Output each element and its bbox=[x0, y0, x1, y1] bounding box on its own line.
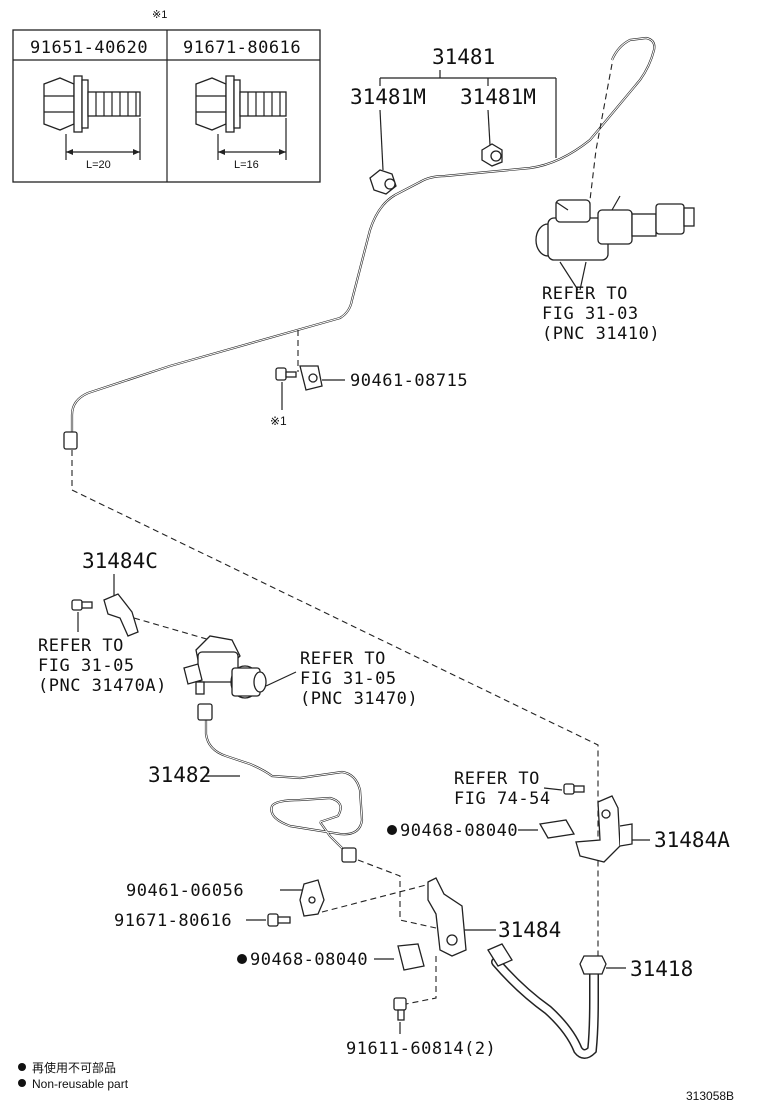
bolt-91671-80616-drawing: L=16 bbox=[195, 75, 287, 171]
clip-90468-08040-bottom[interactable] bbox=[397, 943, 425, 971]
refer-master-line2: FIG 31-03 bbox=[542, 304, 639, 324]
tube-flare-nut-end bbox=[63, 431, 78, 450]
refer-release-line1: REFER TO bbox=[38, 636, 124, 656]
bolt-91651-40620-drawing: L=20 bbox=[43, 75, 141, 171]
bolt-length-l20: L=20 bbox=[86, 159, 111, 171]
refer-master-line3: (PNC 31410) bbox=[542, 324, 660, 344]
label-31484c[interactable]: 31484C bbox=[82, 549, 158, 573]
non-reusable-dot-top bbox=[387, 825, 397, 835]
bracket-31484c[interactable] bbox=[103, 593, 139, 637]
bolt-mark1-under-clip[interactable] bbox=[275, 367, 297, 410]
refer-fig-74-54[interactable]: REFER TO FIG 74-54 bbox=[454, 769, 551, 809]
refer-fig-31-05-b[interactable]: REFER TO FIG 31-05 (PNC 31470) bbox=[300, 649, 418, 709]
refer-slave-line2: FIG 31-05 bbox=[300, 669, 397, 689]
refer-fig-31-03[interactable]: REFER TO FIG 31-03 (PNC 31410) bbox=[542, 284, 660, 344]
label-90468-08040-bottom[interactable]: 90468-08040 bbox=[250, 950, 368, 970]
clip-90468-08040-top[interactable] bbox=[538, 819, 576, 839]
bracket-31484[interactable] bbox=[427, 877, 467, 957]
clutch-tube-31482[interactable] bbox=[197, 703, 364, 863]
bolt-release-bracket[interactable] bbox=[71, 599, 93, 632]
refer-fig-31-05-a[interactable]: REFER TO FIG 31-05 (PNC 31470A) bbox=[38, 636, 167, 696]
legend-jp: 再使用不可部品 bbox=[32, 1060, 116, 1075]
label-31481m-right[interactable]: 31481M bbox=[460, 85, 536, 109]
bolt-spec-table: ※1 91651-40620 91671-80616 L=20 bbox=[12, 9, 321, 183]
refer-slave-line1: REFER TO bbox=[300, 649, 386, 669]
label-31484[interactable]: 31484 bbox=[498, 918, 561, 942]
tube-clip-90461-06056[interactable] bbox=[299, 879, 325, 917]
refer-master-line1: REFER TO bbox=[542, 284, 628, 304]
legend-en: Non-reusable part bbox=[32, 1077, 129, 1091]
tube-clamp-31481m-left[interactable] bbox=[369, 169, 397, 195]
tube-clamp-31481m-right[interactable] bbox=[481, 143, 503, 167]
label-31484a[interactable]: 31484A bbox=[654, 828, 730, 852]
label-90461-06056[interactable]: 90461-06056 bbox=[126, 881, 244, 901]
flexible-hose-31418[interactable] bbox=[487, 943, 607, 1059]
label-31418[interactable]: 31418 bbox=[630, 957, 693, 981]
label-91611-60814[interactable]: 91611-60814(2) bbox=[346, 1039, 496, 1059]
figure-id: 313058B bbox=[686, 1089, 734, 1103]
label-mark1: ※1 bbox=[270, 414, 287, 428]
non-reusable-dot-bottom bbox=[237, 954, 247, 964]
legend-non-reusable: 再使用不可部品 Non-reusable part bbox=[18, 1060, 129, 1091]
refer-fig74-line1: REFER TO bbox=[454, 769, 540, 789]
bolt-part-91651-40620[interactable]: 91651-40620 bbox=[30, 38, 148, 58]
label-90468-08040-top[interactable]: 90468-08040 bbox=[400, 821, 518, 841]
tube-clip-90461-08715[interactable] bbox=[299, 365, 323, 391]
label-90461-08715[interactable]: 90461-08715 bbox=[350, 371, 468, 391]
bolt-length-l16: L=16 bbox=[234, 159, 259, 171]
release-cylinder[interactable] bbox=[183, 635, 267, 699]
refer-fig74-line2: FIG 74-54 bbox=[454, 789, 551, 809]
label-31481m-left[interactable]: 31481M bbox=[350, 85, 426, 109]
master-cylinder-assembly[interactable] bbox=[535, 63, 695, 291]
clutch-tube-31481[interactable] bbox=[63, 36, 656, 450]
refer-slave-line3: (PNC 31470) bbox=[300, 689, 418, 709]
bolt-fig74-54[interactable] bbox=[563, 783, 585, 795]
label-91671-80616[interactable]: 91671-80616 bbox=[114, 911, 232, 931]
refer-release-line3: (PNC 31470A) bbox=[38, 676, 167, 696]
label-31481[interactable]: 31481 bbox=[432, 45, 495, 69]
bolt-91611-60814[interactable] bbox=[393, 997, 407, 1021]
bracket-31484a[interactable] bbox=[575, 795, 633, 863]
label-31482[interactable]: 31482 bbox=[148, 763, 211, 787]
refer-release-line2: FIG 31-05 bbox=[38, 656, 135, 676]
bolt-91671-80616[interactable] bbox=[267, 913, 291, 927]
bolt-part-91671-80616[interactable]: 91671-80616 bbox=[183, 38, 301, 58]
bolt-table-note-mark: ※1 bbox=[152, 9, 167, 21]
